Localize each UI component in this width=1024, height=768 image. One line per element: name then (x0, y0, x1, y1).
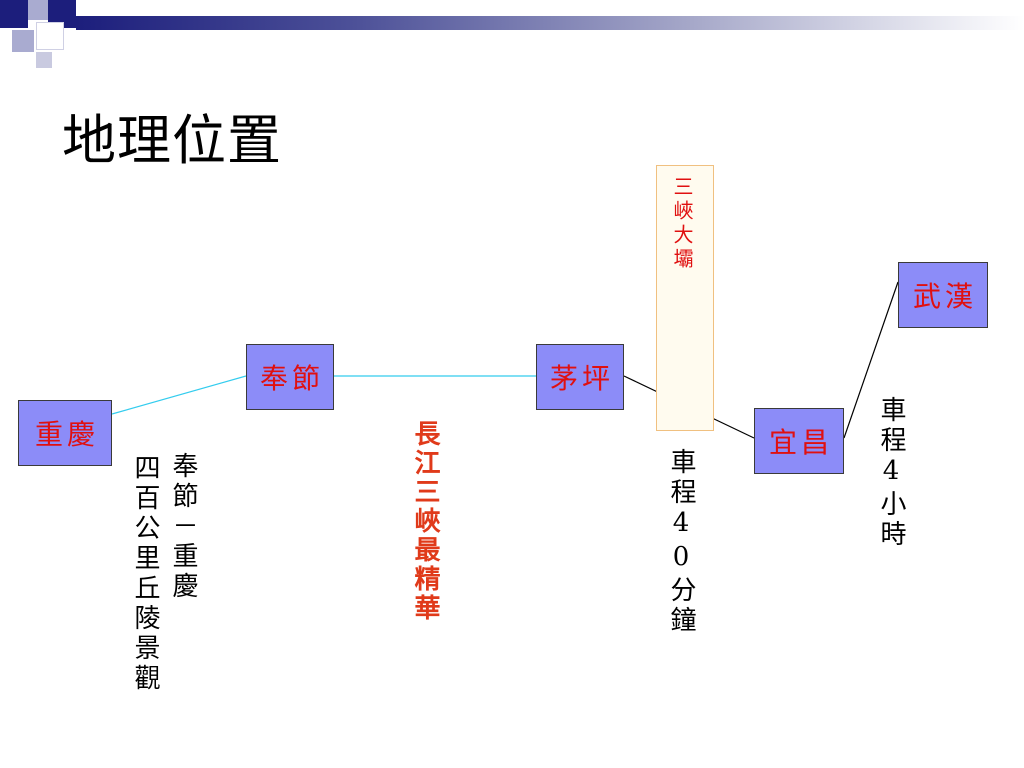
corner-square-2 (28, 0, 48, 20)
node-yichang: 宜昌 (754, 408, 844, 474)
note-fengjie-chongqing: 奉節－重慶 (168, 452, 198, 602)
node-chongqing: 重慶 (18, 400, 112, 466)
dam-highlight-box (656, 165, 714, 431)
header-gradient-bar (76, 16, 1024, 30)
corner-square-1 (0, 0, 28, 28)
note-drive-40-min: 車程40分鐘 (666, 448, 696, 636)
node-wuhan: 武漢 (898, 262, 988, 328)
route-chongqing-fengjie (111, 375, 247, 415)
note-drive-4-hours: 車程4小時 (876, 396, 906, 550)
corner-square-4 (12, 30, 34, 52)
three-gorges-label: 長江三峽最精華 (410, 420, 440, 623)
note-hills-scenery: 四百公里丘陵景觀 (130, 454, 160, 694)
dam-label: 三峽大壩 (670, 176, 694, 272)
node-fengjie: 奉節 (246, 344, 334, 410)
node-maoping: 茅坪 (536, 344, 624, 410)
page-title: 地理位置 (62, 109, 282, 172)
corner-square-6 (36, 52, 52, 68)
corner-square-5 (36, 22, 64, 50)
route-yichang-wuhan (843, 281, 899, 439)
